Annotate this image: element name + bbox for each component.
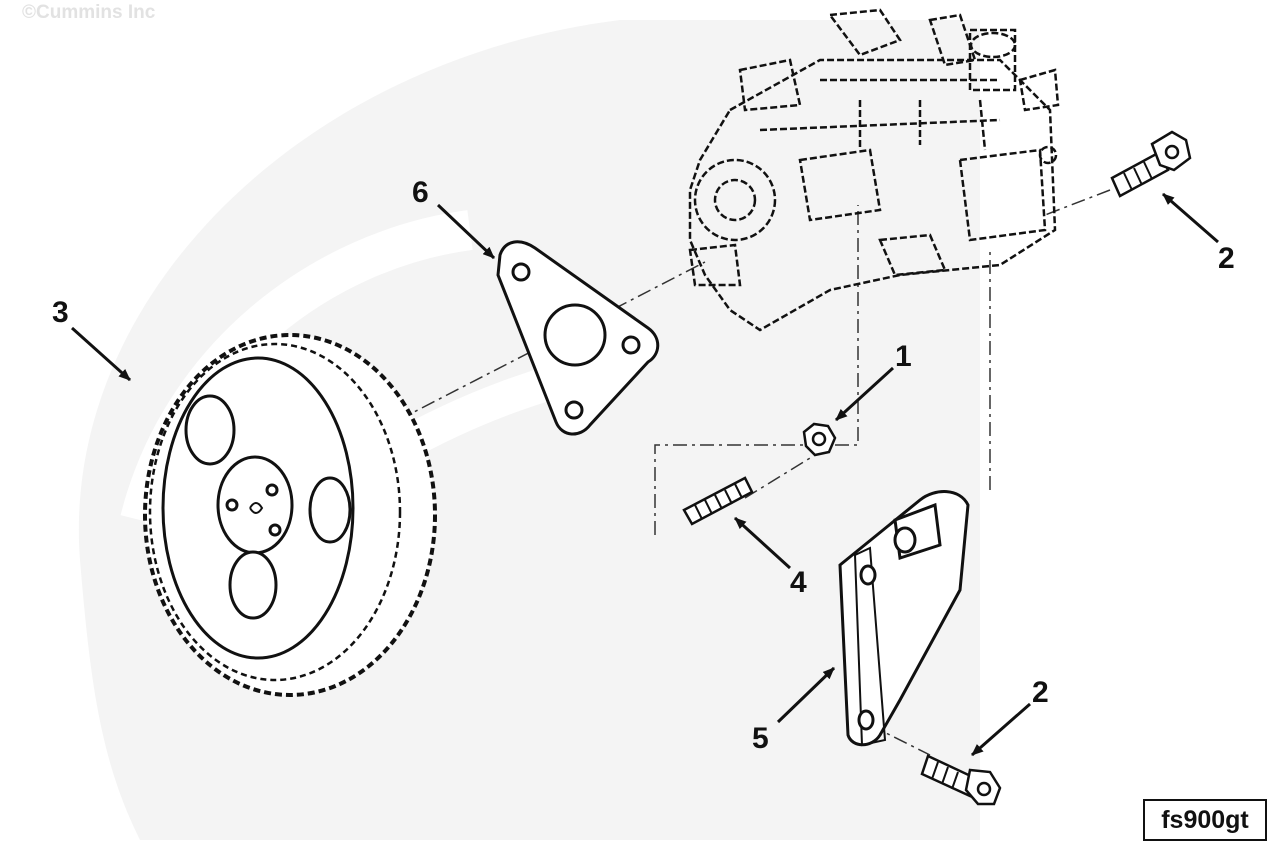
callout-6: 6 (412, 176, 429, 209)
leader-arrow-5 (776, 666, 836, 724)
callout-5: 5 (752, 722, 769, 755)
capscrew-lower (920, 754, 1002, 806)
callout-1: 1 (895, 340, 912, 373)
leader-arrow-2-lower (971, 702, 1031, 757)
copyright-text: ©Cummins Inc (22, 2, 156, 23)
leader-arrow-2-upper (1162, 192, 1219, 244)
drive-gear (143, 333, 437, 697)
leader-arrow-1 (834, 366, 895, 422)
callout-3: 3 (52, 296, 69, 329)
leader-arrow-4 (733, 516, 792, 570)
threaded-stud (682, 476, 754, 526)
leader-arrow-3 (70, 326, 132, 382)
callout-2-lower: 2 (1032, 676, 1049, 709)
callout-2-upper: 2 (1218, 242, 1235, 275)
leader-arrow-6 (436, 203, 496, 260)
hex-nut (802, 422, 837, 457)
support-bracket (838, 490, 970, 747)
capscrew-upper (1110, 130, 1192, 198)
fuel-injection-pump (688, 8, 1060, 332)
leader-arrows (70, 192, 1219, 757)
gasket (496, 240, 660, 436)
figure-code-label: fs900gt (1143, 799, 1267, 841)
callout-4: 4 (790, 566, 807, 599)
